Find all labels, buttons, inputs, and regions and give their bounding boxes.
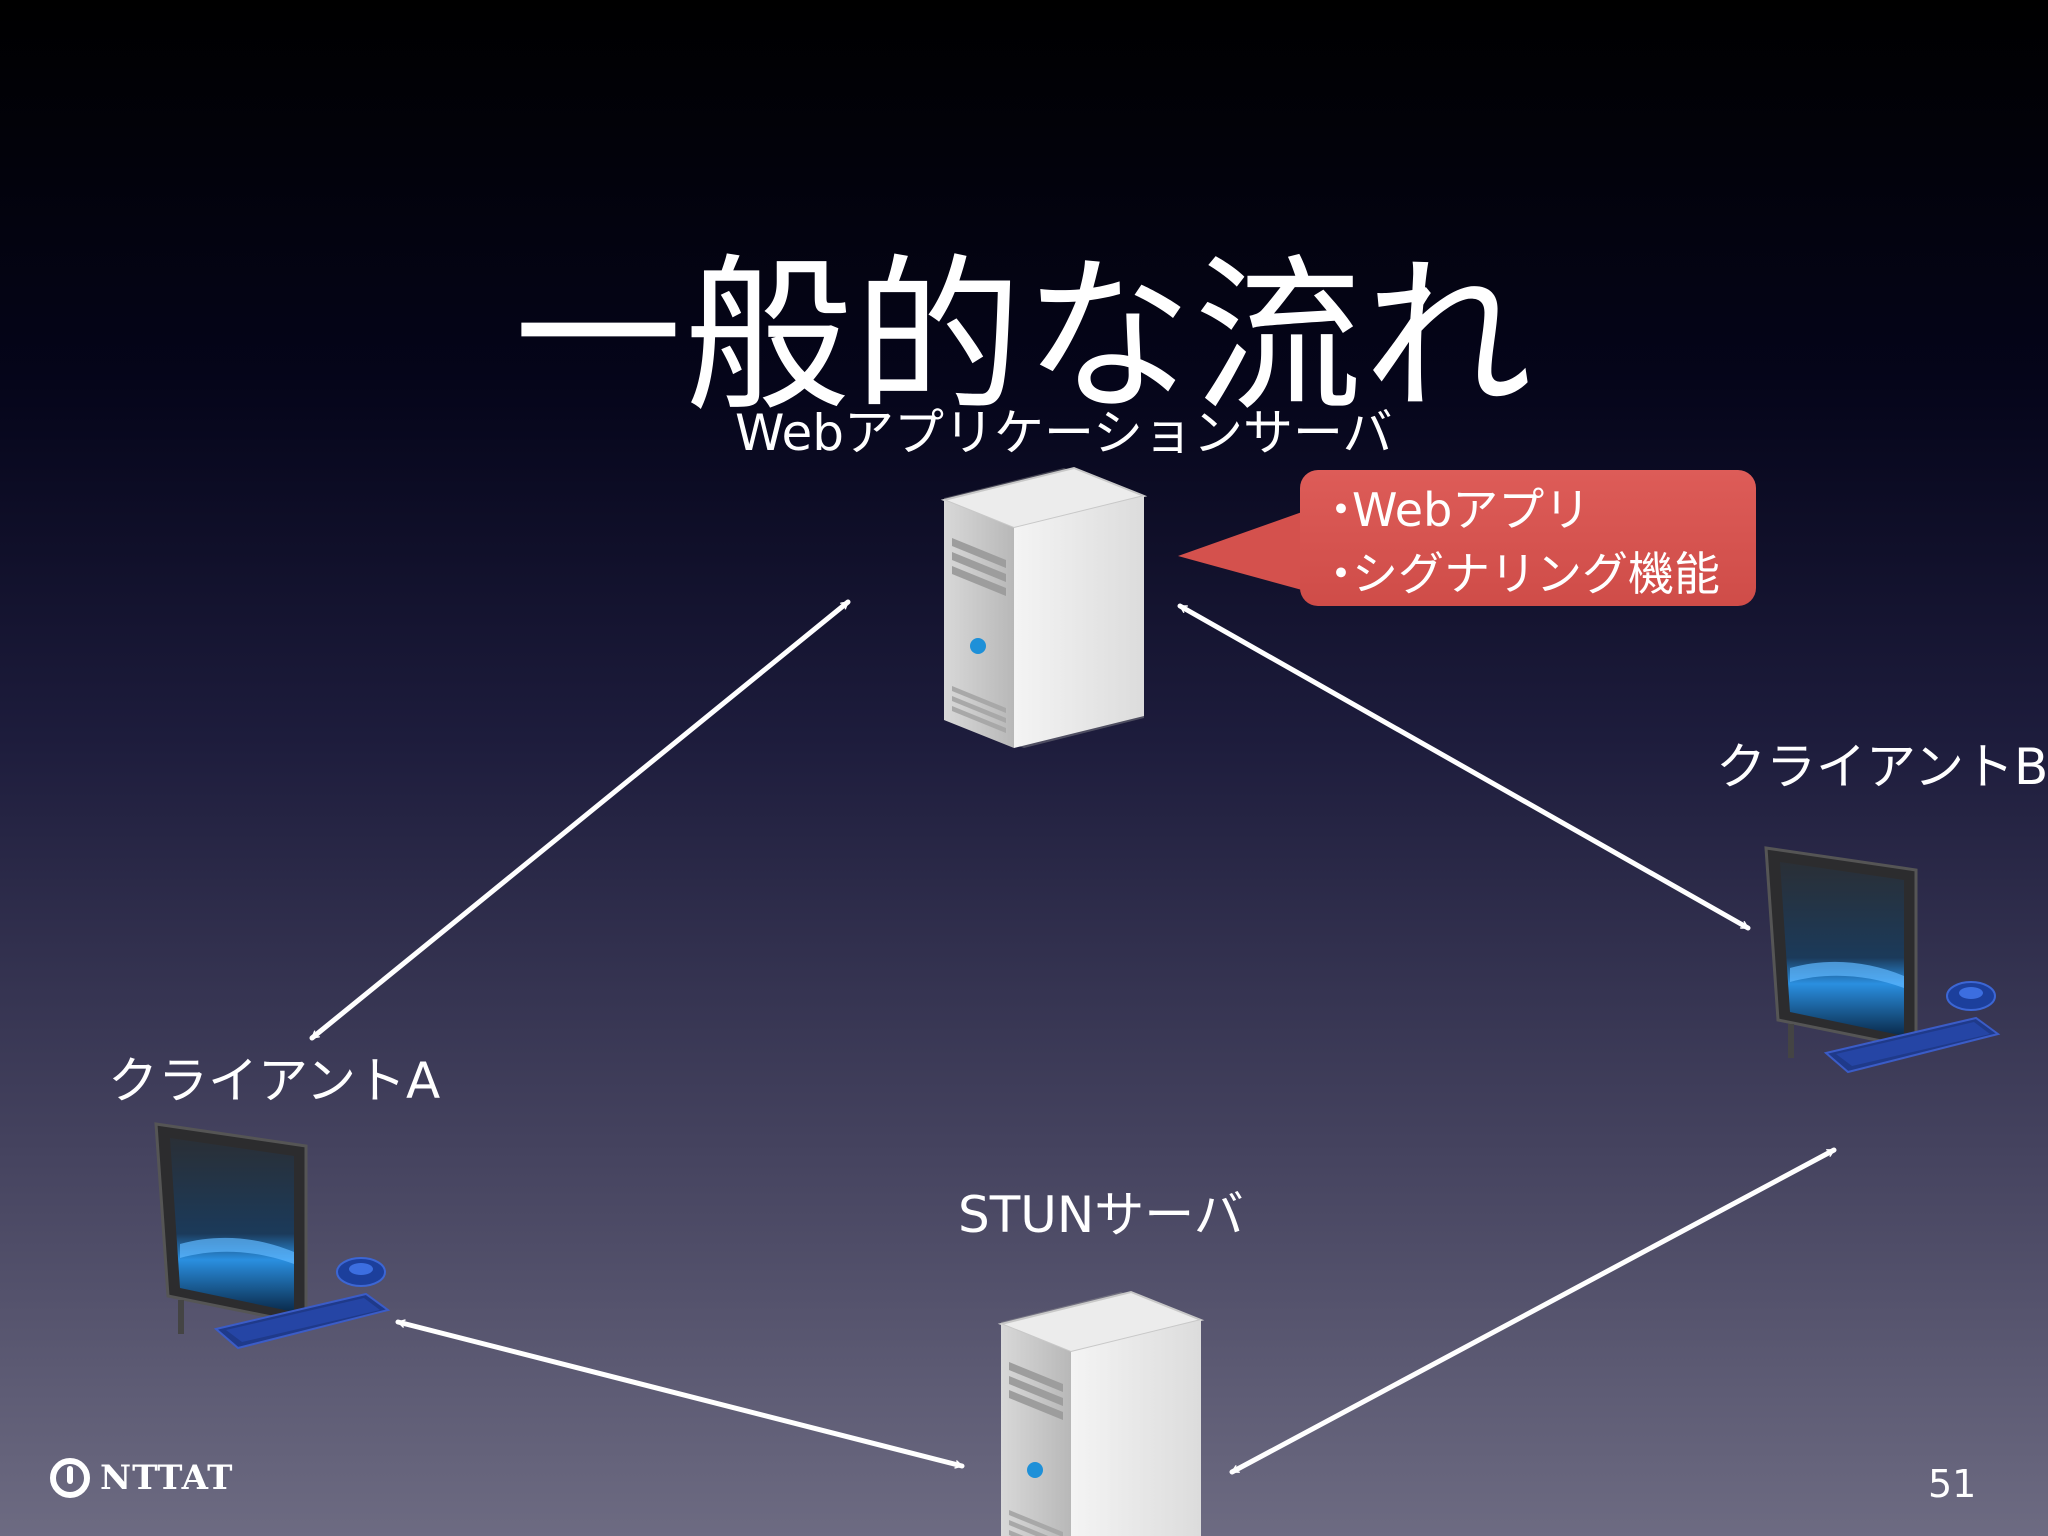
client-a-label: クライアントA: [108, 1052, 441, 1110]
bullet: ・: [1318, 547, 1364, 601]
arrow-web-client-a: [309, 599, 851, 1041]
callout-pointer: [1178, 512, 1302, 590]
callout-item-text: シグナリング機能: [1352, 547, 1720, 601]
callout-item: ・Webアプリ: [1318, 478, 1738, 542]
callout-box: ・Webアプリ ・シグナリング機能: [1300, 470, 1756, 606]
web-server-label: Webアプリケーションサーバ: [735, 404, 1393, 462]
arrow-client-b-stun: [1229, 1147, 1837, 1475]
arrow-web-client-b: [1177, 603, 1751, 931]
arrow-client-a-stun: [395, 1319, 965, 1469]
slide-title: 一般的な流れ: [514, 238, 1534, 435]
client-a-computer-icon: [154, 1122, 390, 1350]
callout-item-text: Webアプリ: [1352, 483, 1591, 537]
company-logo: NTTAT: [50, 1458, 233, 1498]
callout-item: ・シグナリング機能: [1318, 542, 1738, 606]
client-b-computer-icon: [1764, 846, 2000, 1074]
logo-text: NTTAT: [100, 1458, 234, 1498]
bullet: ・: [1318, 483, 1364, 537]
page-number: 51: [1928, 1462, 1977, 1506]
web-server-icon: [943, 467, 1145, 749]
stun-server-icon: [1000, 1291, 1202, 1536]
logo-mark-icon: [50, 1458, 90, 1498]
stun-server-label: STUNサーバ: [958, 1186, 1244, 1244]
client-b-label: クライアントB: [1716, 738, 2048, 796]
